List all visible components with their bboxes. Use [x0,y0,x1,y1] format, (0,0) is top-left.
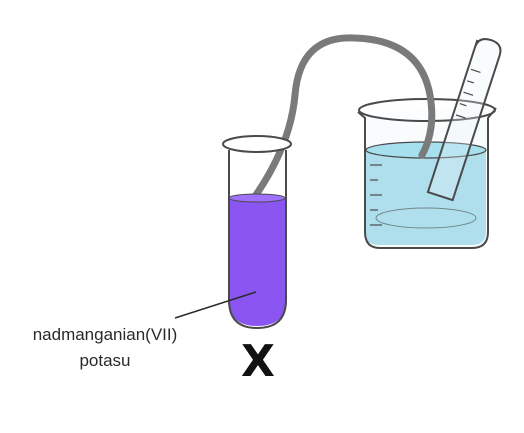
reagent-label-line1: nadmanganian(VII) [32,325,178,344]
collection-tube [426,38,502,202]
tube-marker-x: X [241,336,275,387]
label-pointer-line [174,291,257,319]
collection-tube-graduations [455,68,481,119]
test-tube-rim [222,135,292,153]
reagent-label-line2: potasu [79,351,131,370]
test-tube-x [222,135,292,330]
solution-surface [228,193,286,203]
permanganate-solution [229,198,286,326]
delivery-tube [244,34,436,210]
beaker-water [365,143,486,245]
test-tube-glass [228,150,287,330]
beaker-graduations [370,164,382,226]
